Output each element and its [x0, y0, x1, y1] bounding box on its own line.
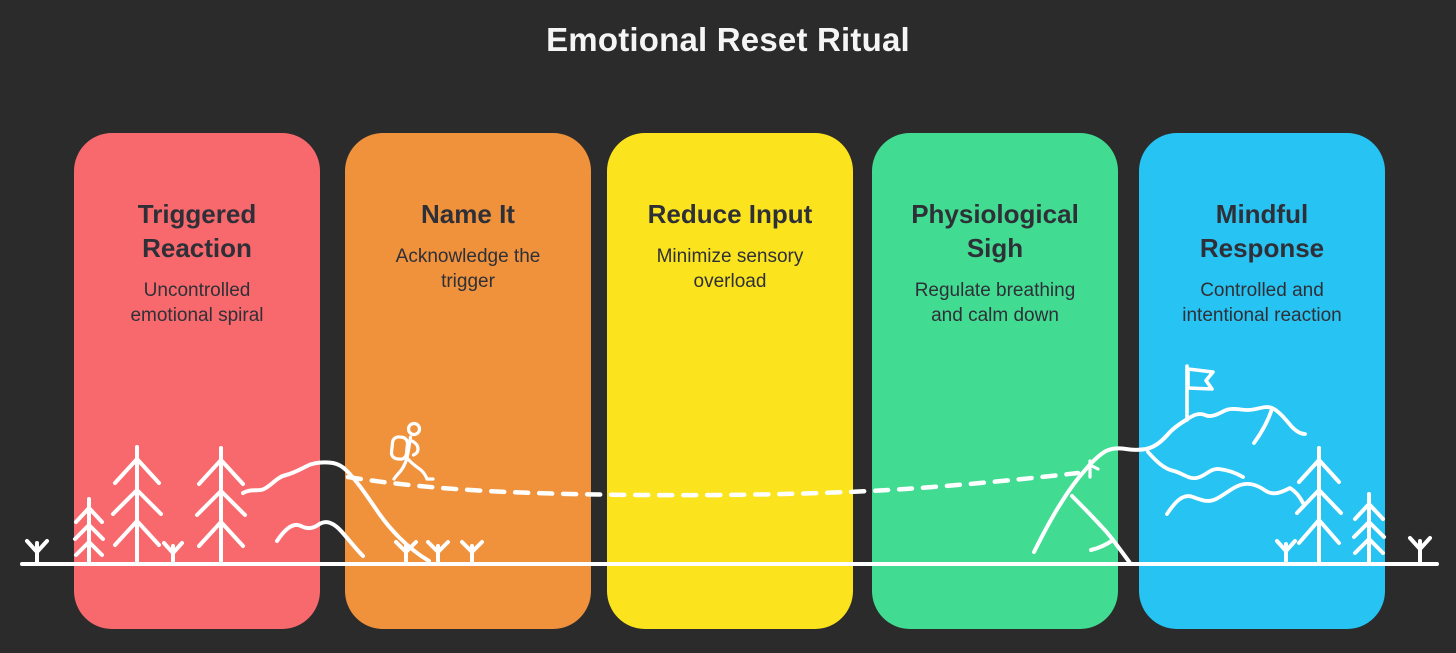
- step-card-name-it: Name It Acknowledge the trigger: [345, 133, 591, 629]
- step-description: Controlled and intentional reaction: [1182, 280, 1342, 326]
- step-heading: Name It: [421, 199, 515, 229]
- step-heading: Physiological Sigh: [911, 199, 1079, 263]
- sapling-icon: [1408, 536, 1432, 566]
- step-card-reduce-input: Reduce Input Minimize sensory overload: [607, 133, 853, 629]
- step-heading: Mindful Response: [1199, 199, 1325, 263]
- step-heading: Reduce Input: [647, 199, 813, 229]
- step-card-mindful-response: Mindful Response Controlled and intentio…: [1139, 133, 1385, 629]
- step-card-physiological-sigh: Physiological Sigh Regulate breathing an…: [872, 133, 1118, 629]
- step-description: Regulate breathing and calm down: [914, 280, 1076, 326]
- sapling-icon: [25, 539, 49, 566]
- step-description: Acknowledge the trigger: [395, 246, 541, 292]
- step-description: Uncontrolled emotional spiral: [130, 280, 264, 326]
- step-description: Minimize sensory overload: [656, 246, 804, 292]
- step-card-triggered-reaction: Triggered Reaction Uncontrolled emotiona…: [74, 133, 320, 629]
- page-title: Emotional Reset Ritual: [546, 21, 910, 58]
- step-heading: Triggered Reaction: [137, 199, 257, 263]
